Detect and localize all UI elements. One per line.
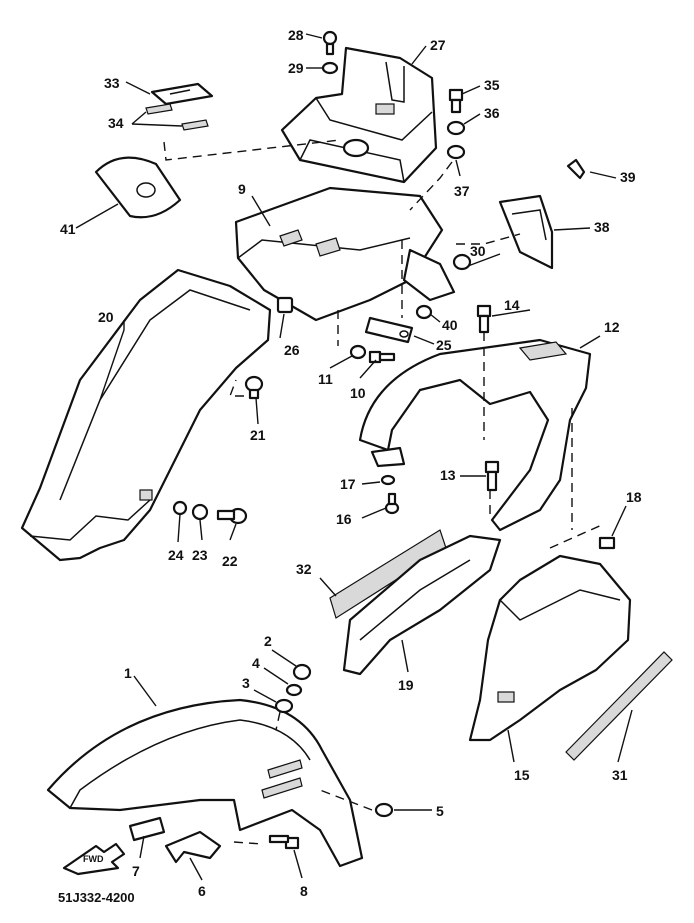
callout-28: 28 xyxy=(288,27,304,43)
leader-lines xyxy=(75,33,633,881)
part-40-nut xyxy=(415,304,433,320)
part-31-strip xyxy=(565,651,673,761)
part-12-grab-bar xyxy=(358,338,592,532)
part-15-rear-cover xyxy=(468,554,632,742)
callout-39: 39 xyxy=(620,169,636,185)
part-13-bolt xyxy=(484,460,500,492)
callout-13: 13 xyxy=(440,467,456,483)
part-23-washer xyxy=(191,503,209,521)
part-38-bracket xyxy=(498,194,554,270)
callout-10: 10 xyxy=(350,385,366,401)
part-27-tray xyxy=(280,46,438,184)
part-28-bolt xyxy=(322,30,338,56)
part-8-bolt xyxy=(268,834,300,850)
callout-23: 23 xyxy=(192,547,208,563)
assembly-lines xyxy=(163,139,605,845)
callout-29: 29 xyxy=(288,60,304,76)
callout-40: 40 xyxy=(442,317,458,333)
callout-22: 22 xyxy=(222,553,238,569)
callout-18: 18 xyxy=(626,489,642,505)
callout-8: 8 xyxy=(300,883,308,899)
callout-15: 15 xyxy=(514,767,530,783)
part-34-strips xyxy=(145,103,209,131)
callout-19: 19 xyxy=(398,677,414,693)
part-9-bracket xyxy=(234,186,456,322)
part-5-grommet xyxy=(374,802,394,818)
part-17-washer xyxy=(380,474,396,486)
callout-2: 2 xyxy=(264,633,272,649)
part-18-clip xyxy=(598,536,616,550)
callout-25: 25 xyxy=(436,337,452,353)
callout-6: 6 xyxy=(198,883,206,899)
part-19-side-cover xyxy=(342,534,502,676)
callout-30: 30 xyxy=(470,243,486,259)
callout-21: 21 xyxy=(250,427,266,443)
callout-32: 32 xyxy=(296,561,312,577)
part-35-bolt xyxy=(448,88,464,114)
fwd-label: FWD xyxy=(83,854,104,864)
part-24-washer xyxy=(172,500,188,516)
callout-3: 3 xyxy=(242,675,250,691)
part-10-bolt xyxy=(368,350,396,364)
callout-41: 41 xyxy=(60,221,76,237)
part-36-nut xyxy=(446,120,466,136)
figure-code: 51J332-4200 xyxy=(58,890,135,905)
callout-16: 16 xyxy=(336,511,352,527)
part-16-bolt xyxy=(384,492,400,515)
part-37-collar xyxy=(446,144,466,160)
part-21-clip xyxy=(244,375,264,400)
part-26-clip xyxy=(276,296,294,314)
part-4-washer xyxy=(285,683,303,697)
callout-12: 12 xyxy=(604,319,620,335)
part-7-clamp xyxy=(128,816,166,842)
part-30-grommet xyxy=(452,253,472,271)
callout-17: 17 xyxy=(340,476,356,492)
callout-4: 4 xyxy=(252,655,260,671)
part-6-bracket xyxy=(164,830,222,864)
part-39-bulb xyxy=(566,158,586,180)
callout-9: 9 xyxy=(238,181,246,197)
callout-31: 31 xyxy=(612,767,628,783)
callout-36: 36 xyxy=(484,105,500,121)
part-20-rear-fender xyxy=(20,268,272,562)
part-33-plate xyxy=(150,82,214,106)
callout-27: 27 xyxy=(430,37,446,53)
callout-34: 34 xyxy=(108,115,124,131)
callout-24: 24 xyxy=(168,547,184,563)
part-11-nut xyxy=(349,344,367,360)
part-41-cover xyxy=(94,156,182,219)
callout-35: 35 xyxy=(484,77,500,93)
part-22-bolt xyxy=(216,507,248,525)
fwd-arrow-icon: FWD xyxy=(62,842,126,876)
callout-20: 20 xyxy=(98,309,114,325)
callout-7: 7 xyxy=(132,863,140,879)
part-25-plate xyxy=(364,316,414,344)
callout-37: 37 xyxy=(454,183,470,199)
part-1-front-fender xyxy=(46,698,364,868)
callout-38: 38 xyxy=(594,219,610,235)
callout-14: 14 xyxy=(504,297,520,313)
callout-26: 26 xyxy=(284,342,300,358)
part-14-bolt xyxy=(476,304,492,334)
callout-33: 33 xyxy=(104,75,120,91)
callout-5: 5 xyxy=(436,803,444,819)
callout-labels: 28 29 27 35 36 37 39 38 33 34 41 9 30 14… xyxy=(60,27,642,899)
callout-11: 11 xyxy=(318,371,333,387)
part-29-washer xyxy=(321,61,339,75)
part-2-nut xyxy=(292,663,312,681)
part-3-washer xyxy=(274,698,294,714)
callout-1: 1 xyxy=(124,665,132,681)
